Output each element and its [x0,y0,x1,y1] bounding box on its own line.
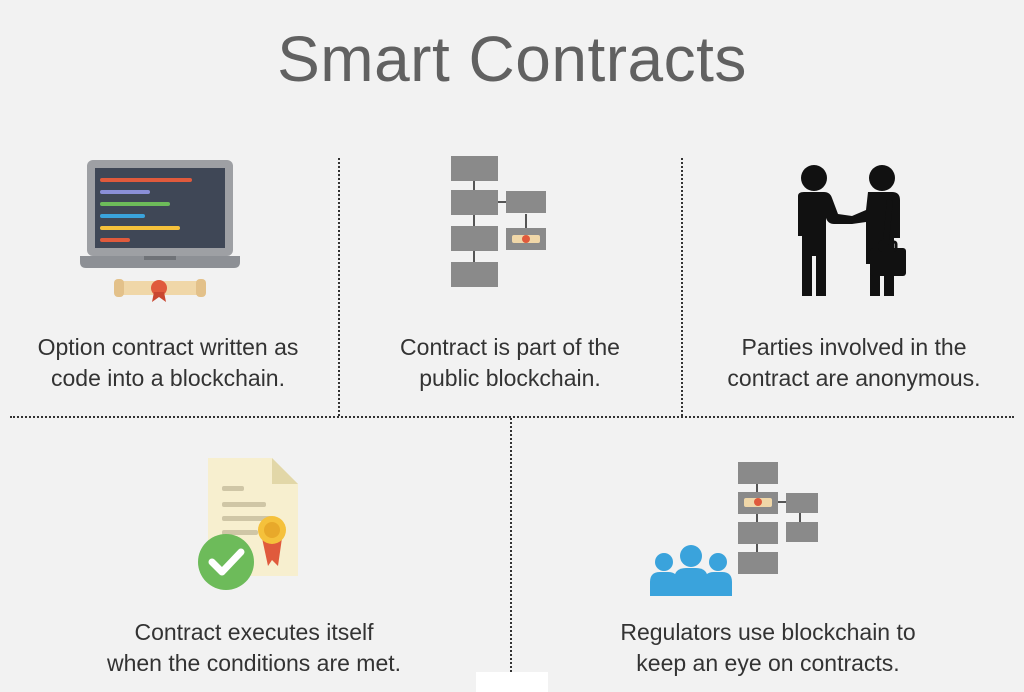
bottom-tab [476,672,548,692]
regulators-blockchain-icon [646,458,826,603]
page-title: Smart Contracts [277,23,747,95]
blockchain-icon [448,154,548,297]
certificate-check-icon [196,458,302,597]
divider-top-right [681,158,683,416]
divider-horizontal [10,416,1014,418]
handshake-icon [790,160,910,305]
divider-bottom-center [510,418,512,672]
divider-top-left [338,158,340,416]
laptop-code-icon [80,158,240,313]
